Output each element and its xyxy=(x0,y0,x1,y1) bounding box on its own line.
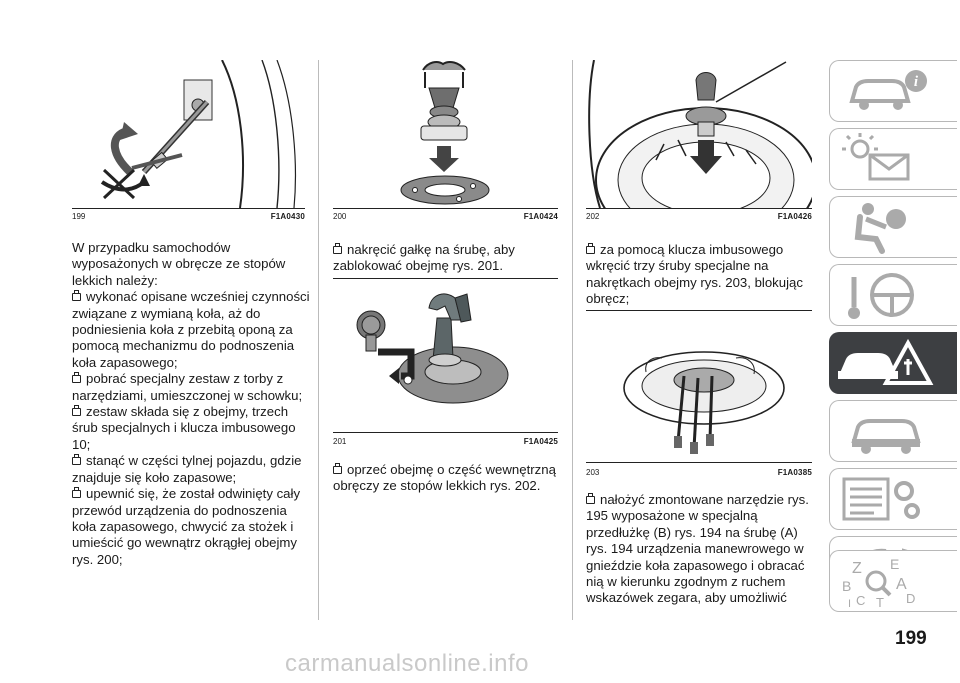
col1-text: W przypadku samochodów wyposażonych w ob… xyxy=(72,240,312,568)
watermark[interactable]: carmanualsonline.info xyxy=(285,650,529,677)
steering-wheel-key-icon xyxy=(848,273,914,319)
toolbox-icon xyxy=(333,243,342,254)
tab-technical-data[interactable] xyxy=(829,468,957,530)
figure-number: 199 xyxy=(72,212,86,221)
index-letter: B xyxy=(842,578,851,594)
toolbox-icon xyxy=(72,372,81,384)
index-letter: Z xyxy=(852,560,862,577)
col2-step-1: nakręcić gałkę na śrubę, aby zablokować … xyxy=(333,242,515,274)
toolbox-icon xyxy=(333,463,342,474)
figure-203 xyxy=(586,312,812,463)
column-separator xyxy=(572,60,573,620)
seat-airbag-icon xyxy=(854,203,906,254)
figure-number: 202 xyxy=(586,212,600,221)
toolbox-icon xyxy=(586,243,595,254)
figure-code: F1A0426 xyxy=(777,212,812,221)
figure-201-caption: 201 F1A0425 xyxy=(333,437,558,446)
figure-number: 201 xyxy=(333,437,347,446)
list-item: zestaw składa się z obejmy, trzech śrub … xyxy=(72,404,296,452)
list-item: pobrać specjalny zestaw z torby z narzęd… xyxy=(72,371,303,403)
tab-emergency[interactable] xyxy=(829,332,957,394)
figure-199 xyxy=(72,60,305,209)
figure-201 xyxy=(333,280,558,433)
page-number: 199 xyxy=(895,628,927,649)
svg-text:i: i xyxy=(914,74,919,90)
toolbox-icon xyxy=(72,487,81,499)
tab-car-info[interactable]: i xyxy=(829,60,957,122)
col1-intro: W przypadku samochodów wyposażonych w ob… xyxy=(72,240,286,288)
figure-number: 200 xyxy=(333,212,347,221)
col3-step-1: za pomocą klucza imbusowego wkręcić trzy… xyxy=(586,242,803,307)
index-letter: I xyxy=(848,598,851,610)
specs-gear-icon xyxy=(842,477,920,521)
index-letter: C xyxy=(856,593,865,608)
toolbox-icon xyxy=(586,493,595,504)
col3-step-2: nałożyć zmontowane narzędzie rys. 195 wy… xyxy=(586,492,809,606)
car-service-icon xyxy=(851,419,921,454)
figure-code: F1A0430 xyxy=(270,212,305,221)
warning-lights-envelope-icon xyxy=(842,133,910,181)
tab-service[interactable] xyxy=(829,400,957,462)
figure-number: 203 xyxy=(586,468,600,477)
list-item: upewnić się, że został odwinięty cały pr… xyxy=(72,486,301,567)
tab-starting-driving[interactable] xyxy=(829,264,957,326)
col2-step-2: oprzeć obejmę o część wewnętrzną obręczy… xyxy=(333,462,556,494)
figure-200-caption: 200 F1A0424 xyxy=(333,212,558,221)
figure-code: F1A0385 xyxy=(777,468,812,477)
figure-203-caption: 203 F1A0385 xyxy=(586,468,812,477)
toolbox-icon xyxy=(72,405,81,417)
divider xyxy=(586,310,812,311)
tab-safety[interactable] xyxy=(829,196,957,258)
toolbox-icon xyxy=(72,454,81,466)
index-letter: E xyxy=(890,556,899,572)
list-item: stanąć w części tylnej pojazdu, gdzie zn… xyxy=(72,453,302,485)
index-letter: A xyxy=(896,576,907,593)
column-separator xyxy=(318,60,319,620)
tab-warning-lights[interactable] xyxy=(829,128,957,190)
figure-code: F1A0424 xyxy=(523,212,558,221)
car-warning-triangle-icon xyxy=(838,338,934,385)
figure-200 xyxy=(333,60,558,209)
index-letter: D xyxy=(906,591,915,606)
list-item: wykonać opisane wcześniej czynności zwią… xyxy=(72,289,310,370)
figure-199-caption: 199 F1A0430 xyxy=(72,212,305,221)
index-letter: T xyxy=(876,595,884,610)
car-info-icon: i xyxy=(849,70,927,110)
figure-202 xyxy=(586,60,812,209)
divider xyxy=(333,278,558,279)
figure-code: F1A0425 xyxy=(523,437,558,446)
index-letters-icon: Z E B A C D T I xyxy=(842,556,915,610)
tab-index[interactable]: Z E B A C D T I xyxy=(829,550,957,612)
figure-202-caption: 202 F1A0426 xyxy=(586,212,812,221)
toolbox-icon xyxy=(72,290,81,302)
